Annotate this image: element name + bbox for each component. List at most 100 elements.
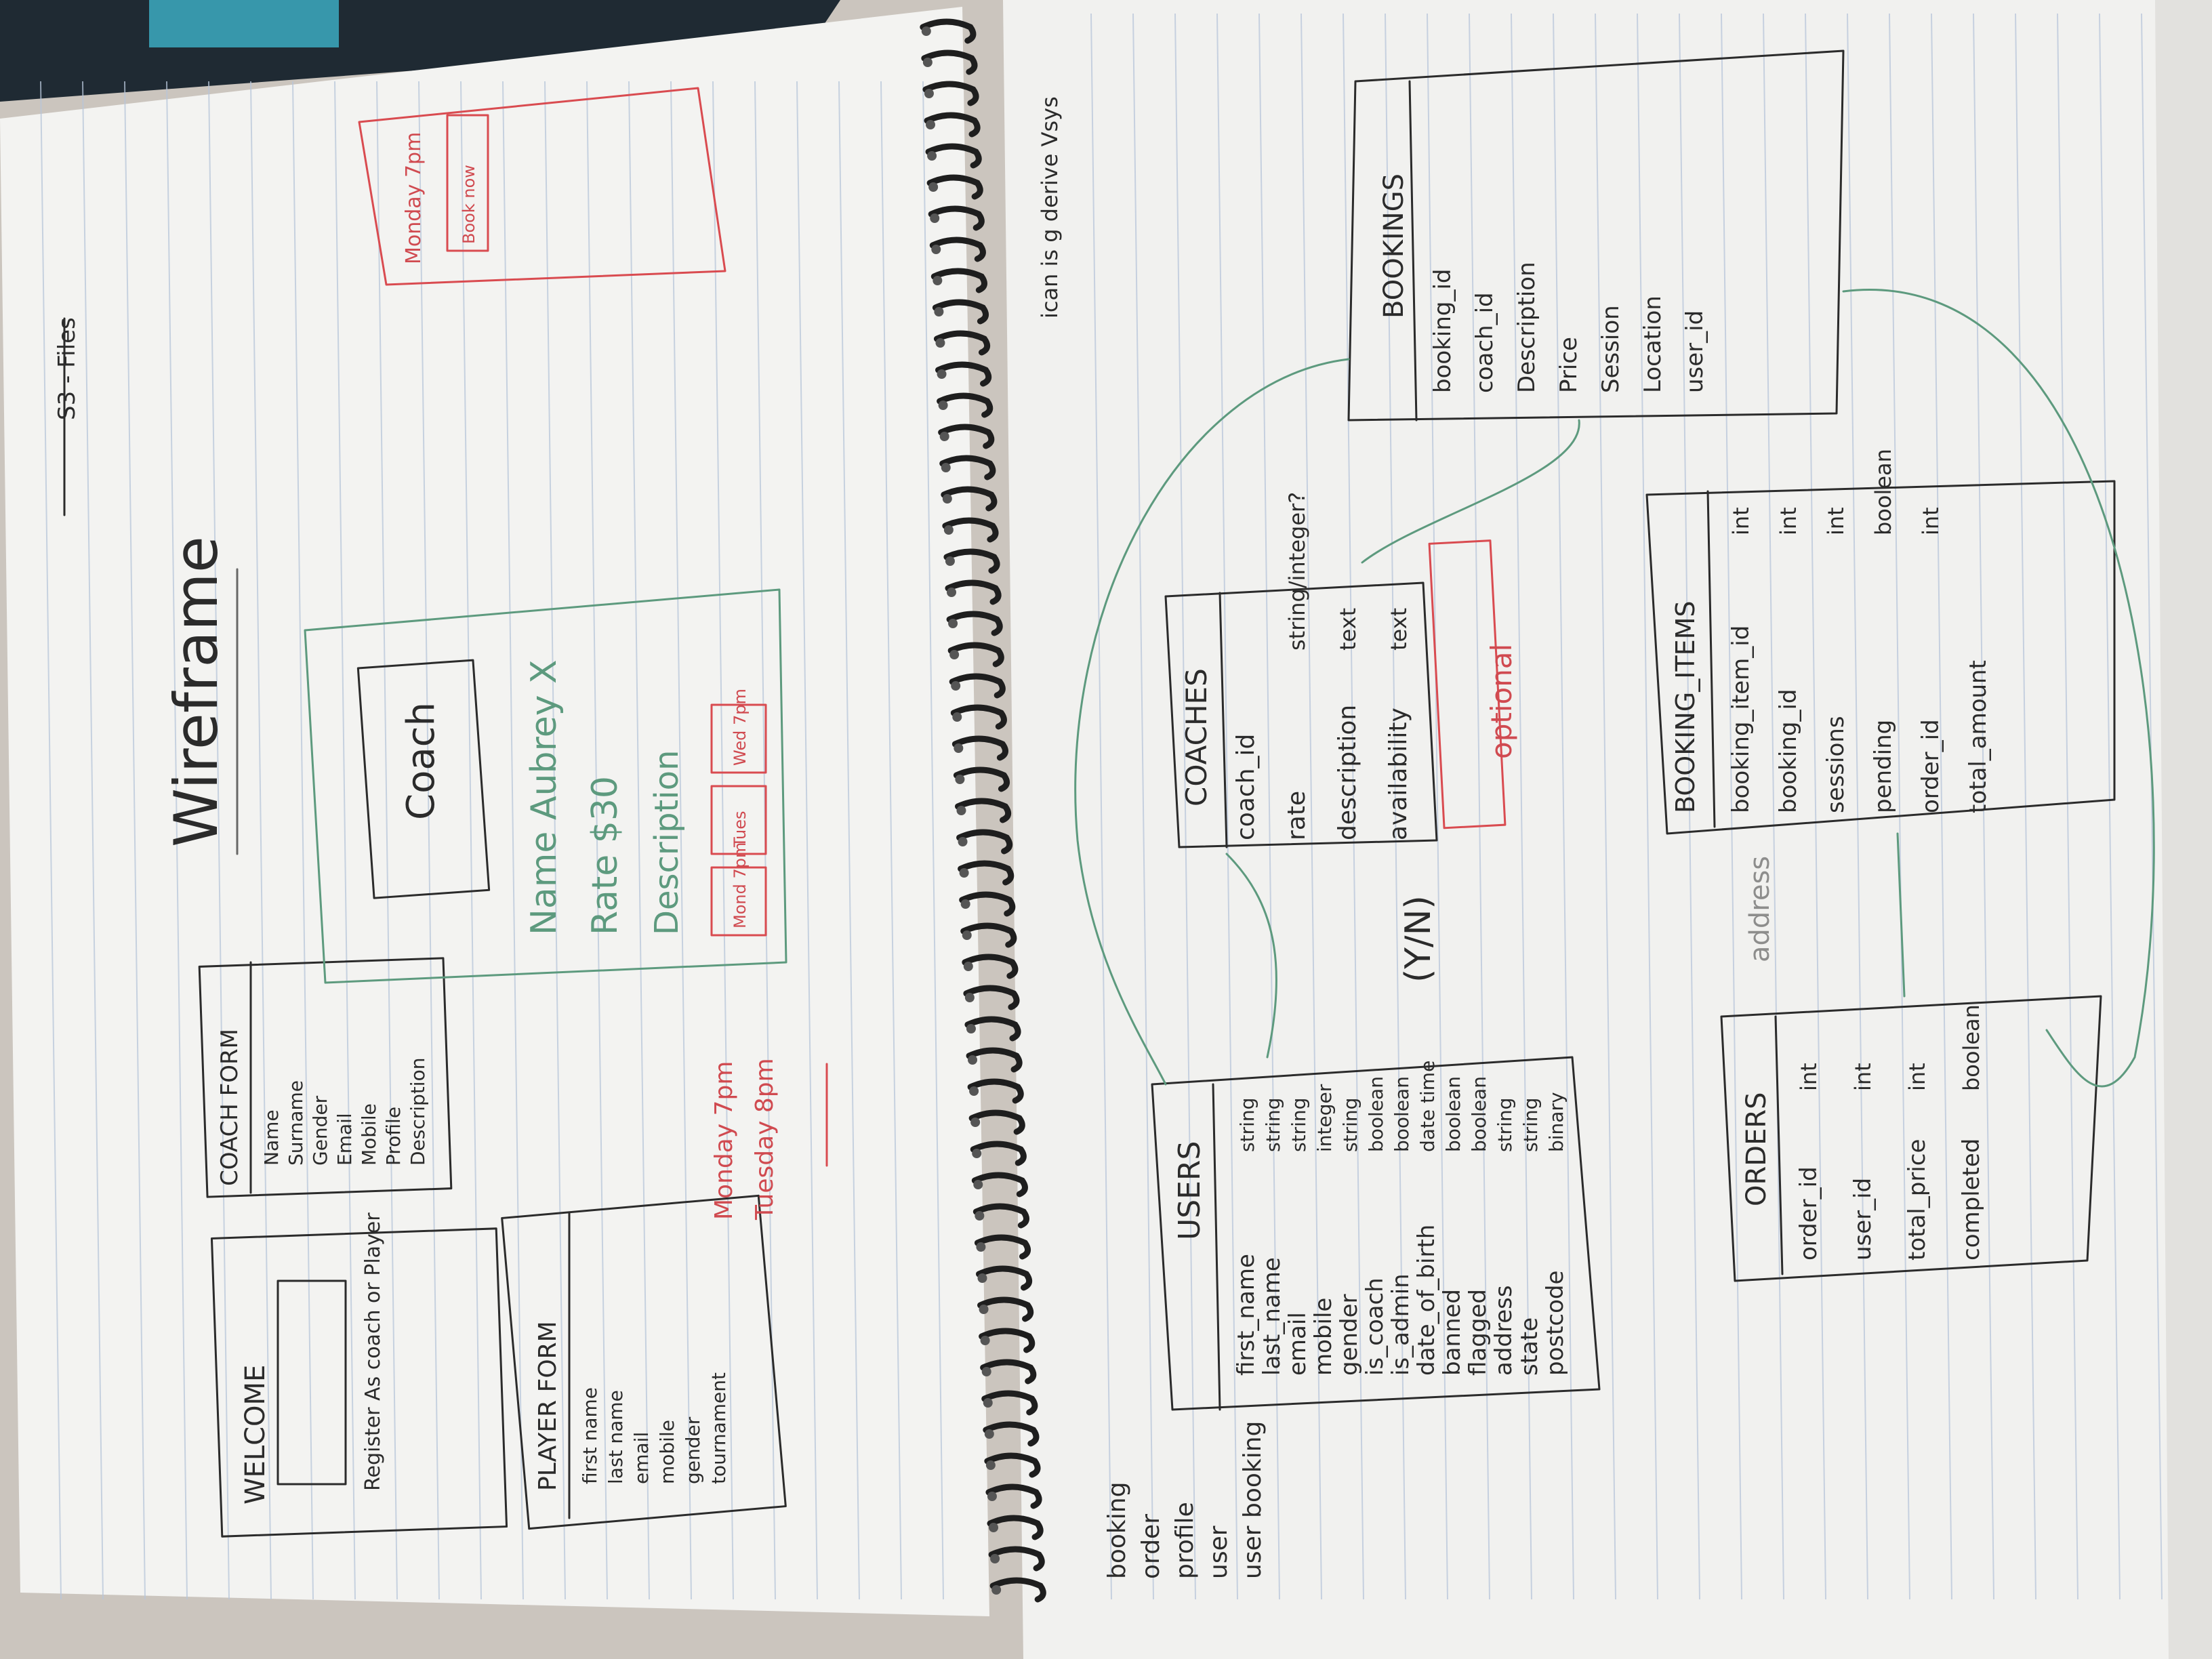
coaches-type: text: [1386, 608, 1412, 651]
spiral-coil: [953, 766, 1010, 792]
users-type: string: [1494, 1098, 1516, 1152]
spiral-hole: [925, 120, 935, 129]
booking-items-title: BOOKING_ITEMS: [1671, 600, 1700, 813]
spiral-hole: [941, 463, 951, 472]
spiral-coil: [974, 1234, 1031, 1260]
orders-table: ORDERS order_idintuser_idinttotal_pricei…: [1720, 995, 2102, 1282]
coach-form-field: Mobile: [358, 1103, 380, 1166]
orders-field: user_id: [1849, 1178, 1877, 1261]
spiral-coil: [937, 392, 994, 418]
users-field: email: [1284, 1312, 1311, 1376]
spiral-hole: [979, 1305, 989, 1314]
coach-form-field: Name: [260, 1109, 283, 1166]
rule-line: [922, 81, 944, 1600]
booking-card-slot: Monday 7pm: [402, 132, 426, 264]
bookings-field: user_id: [1681, 310, 1708, 393]
spiral-hole: [934, 307, 944, 316]
rule-line: [166, 81, 188, 1600]
rule-line: [796, 81, 818, 1600]
rule-line: [124, 81, 146, 1600]
rule-line: [712, 81, 734, 1600]
booking-items-type: int: [1823, 507, 1849, 535]
spiral-coil: [924, 112, 981, 138]
coach-form-title: COACH FORM: [216, 1029, 243, 1186]
spiral-coil: [926, 174, 983, 200]
coach-form-field: Surname: [285, 1080, 307, 1166]
spiral-hole: [976, 1242, 986, 1252]
welcome-text: Register As coach or Player: [361, 1212, 385, 1491]
spiral-coil: [975, 1265, 1033, 1291]
spiral-coil: [985, 1483, 1042, 1509]
orders-type: int: [1850, 1063, 1876, 1091]
spiral-coil: [962, 954, 1019, 979]
orders-title: ORDERS: [1741, 1092, 1772, 1206]
spiral-hole: [928, 182, 939, 192]
coaches-field: coach_id: [1232, 734, 1260, 840]
coach-slot-box: [710, 866, 767, 937]
player-form-title: PLAYER FORM: [534, 1321, 562, 1491]
spiral-coil: [980, 1359, 1037, 1385]
spiral-coil: [932, 299, 989, 325]
rule-line: [1258, 13, 1280, 1600]
rule-line: [1427, 13, 1448, 1600]
spiral-hole: [959, 868, 969, 878]
rule-line: [334, 81, 356, 1600]
booking-items-field: pending: [1870, 720, 1897, 813]
coach-form-field: Gender: [309, 1095, 331, 1166]
orders-field: total_price: [1904, 1139, 1931, 1261]
bookings-field: Session: [1597, 305, 1624, 393]
rule-line: [250, 81, 272, 1600]
wireframe-title: Wireframe: [161, 536, 231, 847]
bookings-field: Location: [1639, 295, 1666, 393]
users-type: boolean: [1468, 1076, 1490, 1152]
spiral-hole: [981, 1367, 991, 1376]
rule-line: [544, 81, 566, 1600]
spiral-hole: [922, 58, 933, 67]
spiral-hole: [968, 1055, 978, 1065]
booking-items-field: booking_id: [1775, 689, 1802, 813]
orders-field: completed: [1958, 1139, 1985, 1261]
spiral-coil: [920, 18, 977, 44]
spiral-coil: [951, 735, 1008, 761]
spiral-coil: [979, 1328, 1036, 1353]
orders-type: boolean: [1959, 1004, 1984, 1091]
spiral-hole: [964, 993, 975, 1002]
rule-line: [1090, 13, 1112, 1600]
rule-line: [460, 81, 482, 1600]
rule-line: [1763, 13, 1784, 1600]
rule-line: [208, 81, 230, 1600]
orders-type: int: [1904, 1063, 1930, 1091]
spiral-coil: [941, 486, 998, 512]
coach-slot-box: [710, 703, 767, 774]
coach-card-sketch: Coach Name Aubrey X Rate $30 Description…: [304, 588, 787, 984]
users-type: binary: [1545, 1092, 1568, 1152]
coach-card-description: Description: [648, 750, 686, 935]
booking-items-field: sessions: [1822, 716, 1849, 813]
rule-line: [1469, 13, 1490, 1600]
page-list-item: user: [1205, 1525, 1233, 1579]
spiral-coil: [925, 143, 982, 169]
coach-form-field: Profile: [382, 1107, 405, 1166]
spiral-coil: [971, 1172, 1028, 1197]
spiral-hole: [990, 1554, 1000, 1563]
page-list-item: order: [1137, 1514, 1165, 1579]
spiral-hole: [943, 525, 954, 535]
rule-line: [1511, 13, 1532, 1600]
rule-line: [502, 81, 524, 1600]
coach-slot-label: Mond 7pm: [731, 842, 750, 928]
users-field: state: [1516, 1317, 1543, 1376]
spiral-coil: [950, 704, 1007, 730]
spiral-hole: [927, 151, 937, 161]
rule-line: [1721, 13, 1742, 1600]
spiral-hole: [931, 245, 941, 254]
spiral-coil: [988, 1546, 1045, 1572]
rule-line: [1595, 13, 1616, 1600]
spiral-hole: [951, 681, 961, 691]
spiral-coil: [943, 548, 1000, 574]
player-form-field: last name: [605, 1390, 627, 1484]
users-type: string: [1236, 1098, 1258, 1152]
